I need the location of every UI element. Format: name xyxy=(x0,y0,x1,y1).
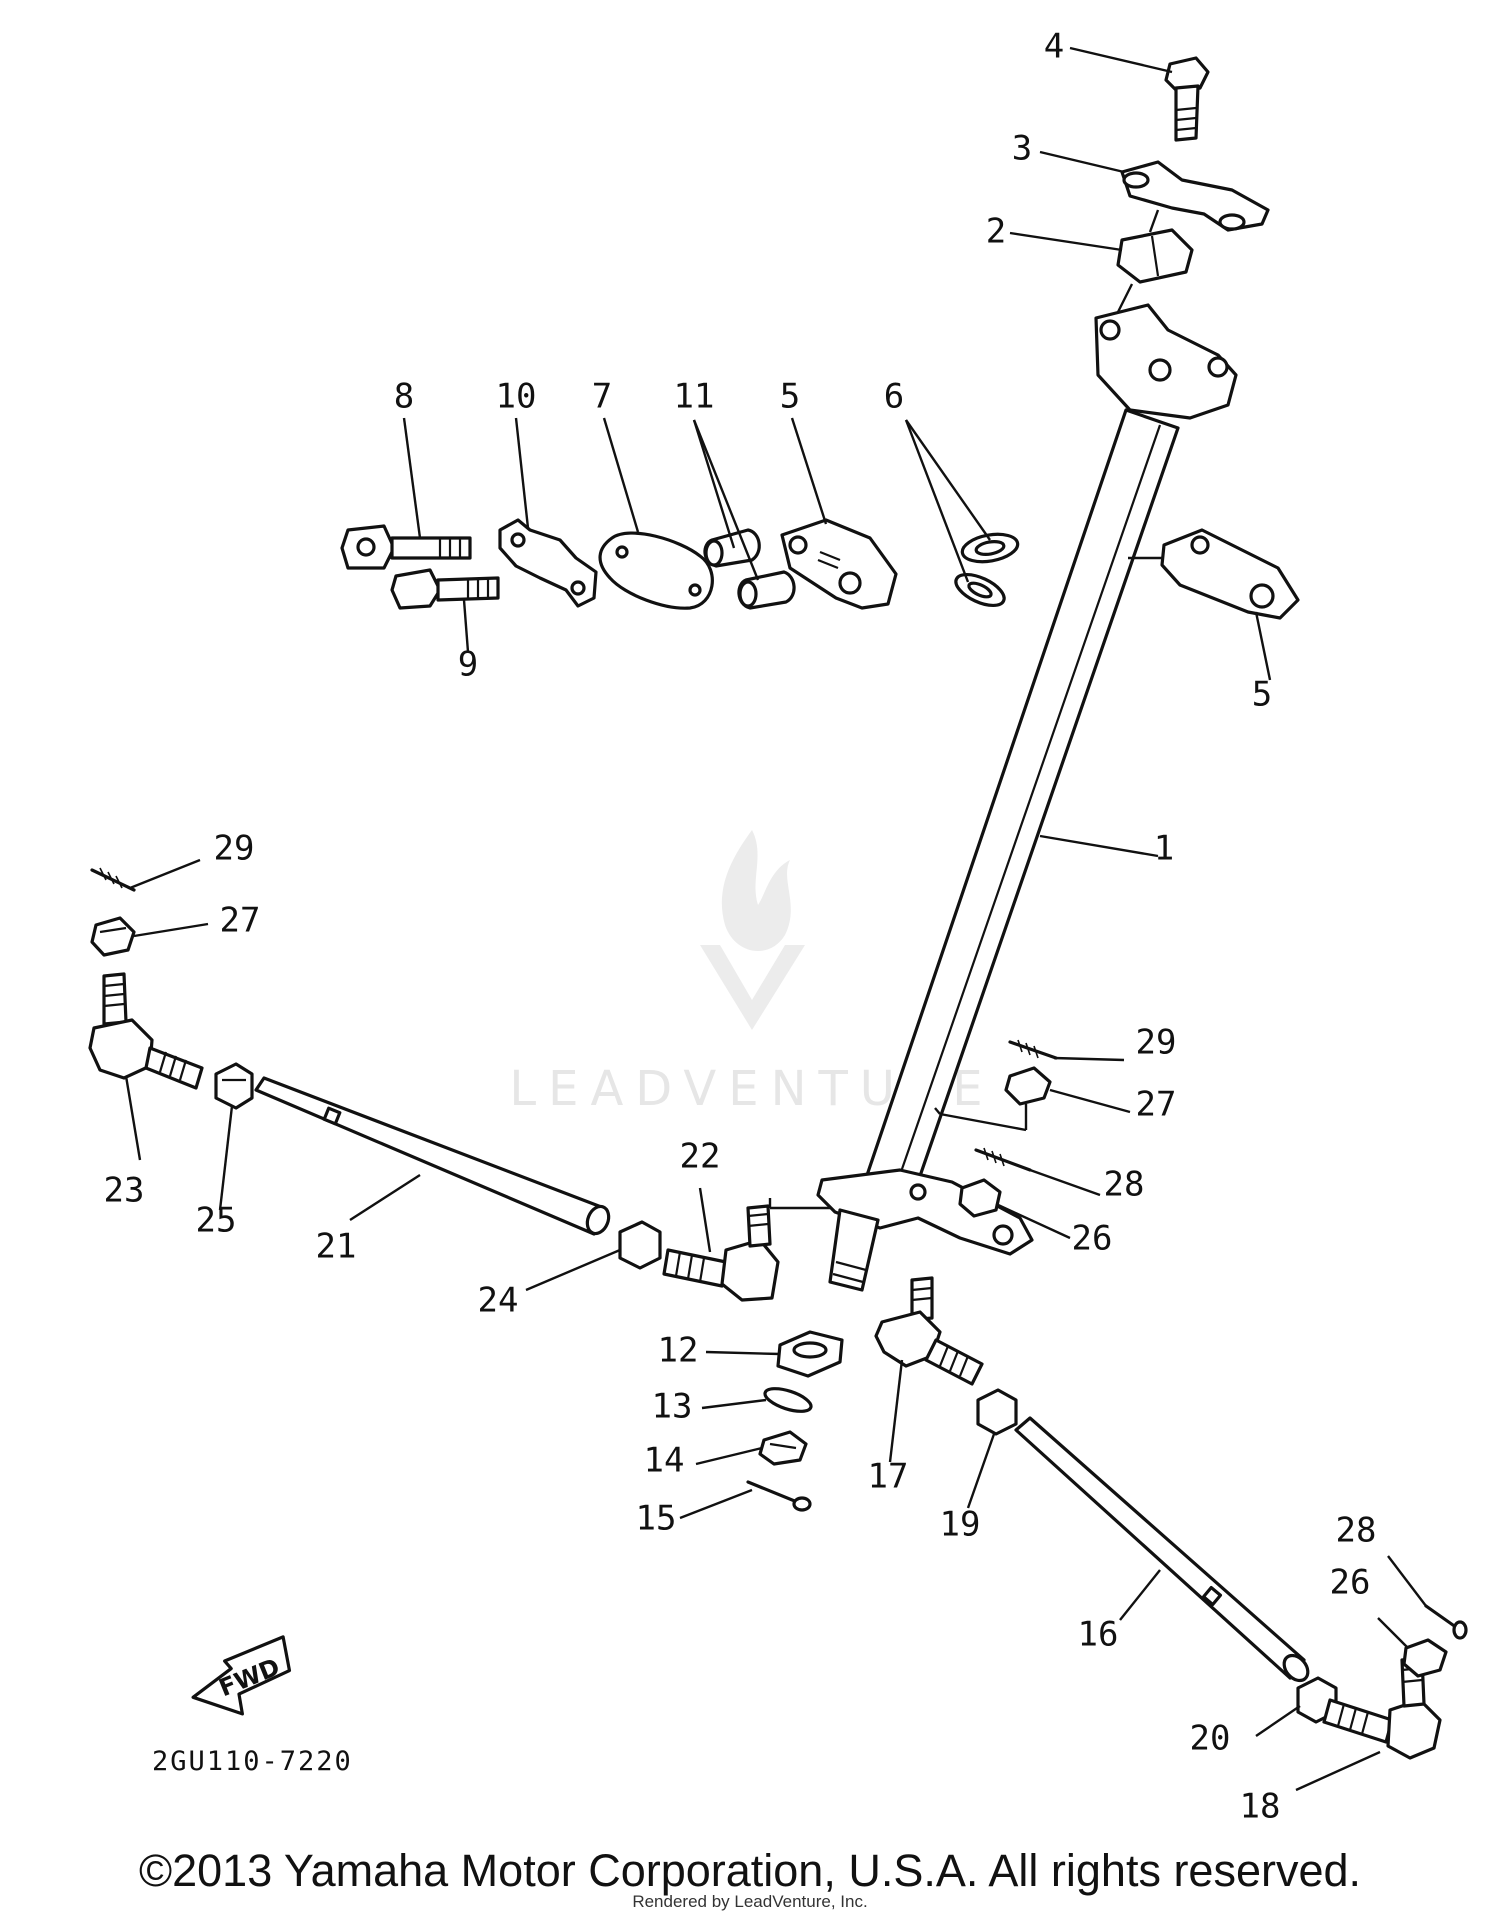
callouts: 4 3 2 8 10 7 11 5 6 9 5 1 29 27 29 27 23… xyxy=(104,27,1377,1827)
callout-7: 7 xyxy=(592,377,612,417)
part-23-tie-rod-end-left xyxy=(88,972,204,1090)
part-28-cotter-pin-right xyxy=(1424,1604,1468,1640)
leader-lines xyxy=(124,46,1427,1792)
part-24-nut xyxy=(618,1220,662,1270)
callout-29a: 29 xyxy=(214,829,255,869)
callout-22: 22 xyxy=(680,1137,721,1177)
part-10-lock-plate xyxy=(498,518,598,608)
part-29-cotter-pin-right xyxy=(1008,1039,1058,1060)
callout-28a: 28 xyxy=(1104,1165,1145,1205)
part-13-washer xyxy=(763,1387,813,1413)
part-14-nut xyxy=(758,1430,808,1466)
callout-20: 20 xyxy=(1190,1719,1231,1759)
callout-6: 6 xyxy=(884,377,904,417)
part-25-nut xyxy=(214,1062,254,1110)
callout-2: 2 xyxy=(986,212,1006,252)
callout-5b: 5 xyxy=(1252,675,1272,715)
callout-5a: 5 xyxy=(780,377,800,417)
rendered-by-note: Rendered by LeadVenture, Inc. xyxy=(632,1892,868,1911)
part-2-clamp xyxy=(1116,228,1194,313)
callout-16: 16 xyxy=(1078,1615,1119,1655)
part-17-tie-rod-end xyxy=(874,1276,984,1386)
part-9-bolt xyxy=(390,568,500,610)
callout-19: 19 xyxy=(940,1505,981,1545)
callout-3: 3 xyxy=(1012,129,1032,169)
callout-27b: 27 xyxy=(1136,1085,1177,1125)
callout-14: 14 xyxy=(644,1441,685,1481)
fwd-arrow-icon: FWD xyxy=(191,1635,292,1716)
callout-13: 13 xyxy=(652,1387,693,1427)
part-12-washer xyxy=(776,1330,844,1378)
callout-9: 9 xyxy=(458,645,478,685)
part-29-cotter-pin-left xyxy=(90,867,136,892)
part-16-tie-rod-right xyxy=(1014,1416,1310,1683)
part-1-steering-column xyxy=(768,303,1238,1292)
part-27-nut-right xyxy=(934,1066,1052,1132)
part-11-collars xyxy=(703,528,796,610)
part-8-bolt xyxy=(340,524,472,570)
callout-21: 21 xyxy=(316,1227,357,1267)
callout-4: 4 xyxy=(1044,27,1064,67)
part-4-bolt xyxy=(1164,56,1210,142)
part-19-nut xyxy=(976,1388,1018,1436)
callout-24: 24 xyxy=(478,1281,519,1321)
part-26-nut-right xyxy=(1402,1638,1448,1678)
callout-17: 17 xyxy=(868,1457,909,1497)
callout-26b: 26 xyxy=(1330,1563,1371,1603)
part-7-plate xyxy=(598,531,714,610)
callout-26a: 26 xyxy=(1072,1219,1113,1259)
callout-10: 10 xyxy=(496,377,537,417)
callout-27a: 27 xyxy=(220,901,261,941)
callout-12: 12 xyxy=(658,1331,699,1371)
callout-8: 8 xyxy=(394,377,414,417)
part-26-nut xyxy=(958,1178,1002,1218)
part-3-lock-plate xyxy=(1120,160,1270,233)
callout-15: 15 xyxy=(636,1499,677,1539)
part-5-clamp-left xyxy=(780,518,898,610)
copyright-notice: ©2013 Yamaha Motor Corporation, U.S.A. A… xyxy=(138,1845,1362,1896)
part-5-clamp-right xyxy=(1128,528,1300,620)
callout-29b: 29 xyxy=(1136,1023,1177,1063)
part-18-tie-rod-end-right xyxy=(1322,1656,1442,1760)
callout-11: 11 xyxy=(674,377,715,417)
diagram-code: 2GU110-7220 xyxy=(152,1746,353,1777)
part-22-tie-rod-end-middle xyxy=(662,1204,780,1302)
part-21-tie-rod-left xyxy=(254,1076,611,1236)
callout-23: 23 xyxy=(104,1171,145,1211)
callout-18: 18 xyxy=(1240,1787,1281,1827)
callout-28b: 28 xyxy=(1336,1511,1377,1551)
callout-1: 1 xyxy=(1154,829,1174,869)
part-15-cotter-pin xyxy=(746,1480,812,1512)
part-27-nut-left xyxy=(90,916,136,957)
callout-25: 25 xyxy=(196,1201,237,1241)
part-6-washers xyxy=(954,532,1020,608)
part-28-cotter-pin xyxy=(974,1147,1032,1172)
